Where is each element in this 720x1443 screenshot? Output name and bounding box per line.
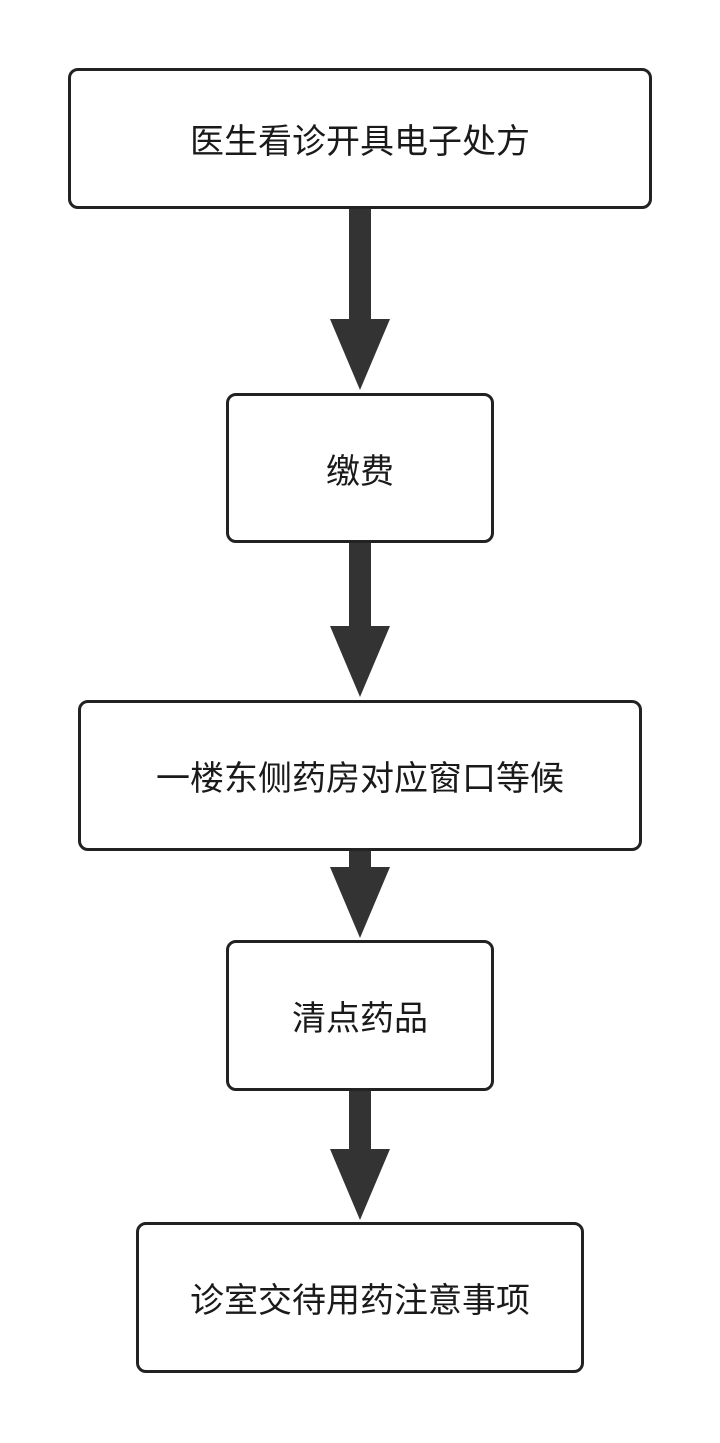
arrow-shaft	[349, 209, 371, 319]
step-label: 诊室交待用药注意事项	[190, 1281, 530, 1321]
step-box-pharmacy-wait: 一楼东侧药房对应窗口等候	[78, 700, 642, 851]
step-box-payment: 缴费	[226, 393, 494, 543]
arrow-step4-to-step5	[330, 1091, 390, 1220]
arrow-head	[330, 319, 390, 390]
step-label: 缴费	[326, 451, 394, 492]
arrow-head	[330, 626, 390, 697]
step-label: 清点药品	[292, 999, 428, 1039]
arrow-step2-to-step3	[330, 543, 390, 697]
arrow-head	[330, 1149, 390, 1220]
arrow-head	[330, 867, 390, 938]
step-box-check-medicine: 清点药品	[226, 940, 494, 1091]
step-box-prescription: 医生看诊开具电子处方	[68, 68, 652, 209]
arrow-shaft	[349, 543, 371, 626]
arrow-step1-to-step2	[330, 209, 390, 390]
step-label: 医生看诊开具电子处方	[190, 122, 530, 162]
arrow-step3-to-step4	[330, 851, 390, 938]
step-box-medication-instructions: 诊室交待用药注意事项	[136, 1222, 584, 1373]
arrow-shaft	[349, 1091, 371, 1149]
step-label: 一楼东侧药房对应窗口等候	[156, 759, 564, 799]
arrow-shaft	[349, 851, 371, 867]
